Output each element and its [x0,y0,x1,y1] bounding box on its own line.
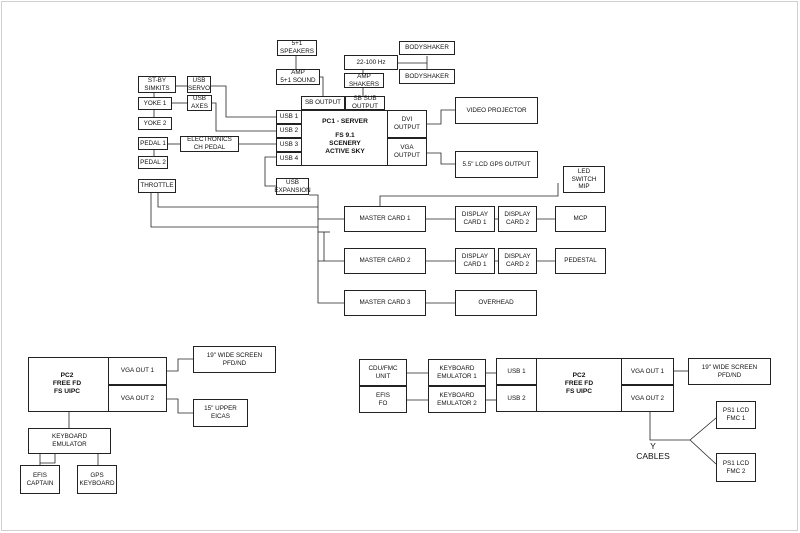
left-upper-eicas-box: 15" UPPER EICAS [193,399,248,427]
sb-sub-output-box: SB SUB OUTPUT [345,95,385,110]
video-projector-box: VIDEO PROJECTOR [455,97,538,124]
gps-keyboard-box: GPS KEYBOARD [77,465,117,494]
usb-2-port: USB 2 [276,124,302,138]
usb-servo-box: USB SERVO [187,76,211,93]
right-usb-1-port: USB 1 [496,358,537,385]
left-vga-out-2-port: VGA OUT 2 [108,385,167,412]
vga-output-port: VGA OUTPUT [387,138,427,166]
efis-captain-box: EFIS CAPTAIN [20,465,60,494]
led-switch-mip-box: LED SWITCH MIP [563,166,605,193]
right-pc2-title: PC2 FREE FD FS UIPC [564,372,594,395]
pedal-1-box: PEDAL 1 [138,137,168,150]
speakers-box: 5+1 SPEAKERS [277,40,317,56]
bodyshaker-2-box: BODYSHAKER [399,69,455,84]
sb-output-box: SB OUTPUT [301,96,345,110]
left-wide-screen-box: 19" WIDE SCREEN PFD/ND [193,346,276,373]
frequency-box: 22-100 Hz [344,55,398,70]
st-by-simkits-box: ST-BY SIMKITS [138,76,176,93]
bodyshaker-1-box: BODYSHAKER [399,41,455,55]
throttle-box: THROTTLE [138,179,176,193]
usb-1-port: USB 1 [276,110,302,124]
mcp-box: MCP [555,206,606,232]
lcd-gps-output-box: 5.5" LCD GPS OUTPUT [455,151,538,178]
display-card-2-pedestal-box: DISPLAY CARD 2 [498,248,537,274]
pc1-software-label: FS 9.1 SCENERY ACTIVE SKY [325,132,365,155]
efis-fo-box: EFIS FO [359,386,407,413]
usb-expansion-box: USB EXPANSION [274,178,311,195]
usb-4-port: USB 4 [276,152,302,166]
right-vga-out-2-port: VGA OUT 2 [621,385,674,412]
dvi-output-port: DVI OUTPUT [387,110,427,138]
display-card-1-pedestal-box: DISPLAY CARD 1 [455,248,495,274]
keyboard-emulator-2-box: KEYBOARD EMULATOR 2 [428,386,486,413]
master-card-3-box: MASTER CARD 3 [344,290,426,316]
right-vga-out-1-port: VGA OUT 1 [621,358,674,385]
ps1-lcd-fmc-2-box: PS1 LCD FMC 2 [716,453,756,482]
master-card-1-box: MASTER CARD 1 [344,206,426,232]
amp-shakers-box: AMP SHAKERS [344,73,384,88]
cdu-fmc-unit-box: CDU/FMC UNIT [359,359,407,386]
master-card-2-box: MASTER CARD 2 [344,248,426,274]
keyboard-emulator-1-box: KEYBOARD EMULATOR 1 [428,359,486,386]
yoke-1-box: YOKE 1 [138,97,172,110]
y-cables-label: Y CABLES [636,441,670,461]
left-keyboard-emulator-box: KEYBOARD EMULATOR [28,428,111,454]
left-vga-out-1-port: VGA OUT 1 [108,357,167,385]
right-wide-screen-box: 19" WIDE SCREEN PFD/ND [688,358,771,385]
pc1-server-title: PC1 - SERVER [322,118,368,126]
usb-3-port: USB 3 [276,138,302,152]
pedestal-box: PEDESTAL [555,248,606,274]
ps1-lcd-fmc-1-box: PS1 LCD FMC 1 [716,401,756,429]
left-pc2-title: PC2 FREE FD FS UIPC [52,372,82,395]
amp-sound-box: AMP 5+1 SOUND [276,69,320,85]
display-card-2-mcp-box: DISPLAY CARD 2 [498,206,537,232]
yoke-2-box: YOKE 2 [138,117,172,130]
usb-axes-box: USB AXES [187,95,212,111]
overhead-box: OVERHEAD [455,290,537,316]
electronics-ch-pedal-box: ELECTRONICS CH PEDAL [180,136,239,152]
pedal-2-box: PEDAL 2 [138,156,168,169]
display-card-1-mcp-box: DISPLAY CARD 1 [455,206,495,232]
right-usb-2-port: USB 2 [496,385,537,412]
